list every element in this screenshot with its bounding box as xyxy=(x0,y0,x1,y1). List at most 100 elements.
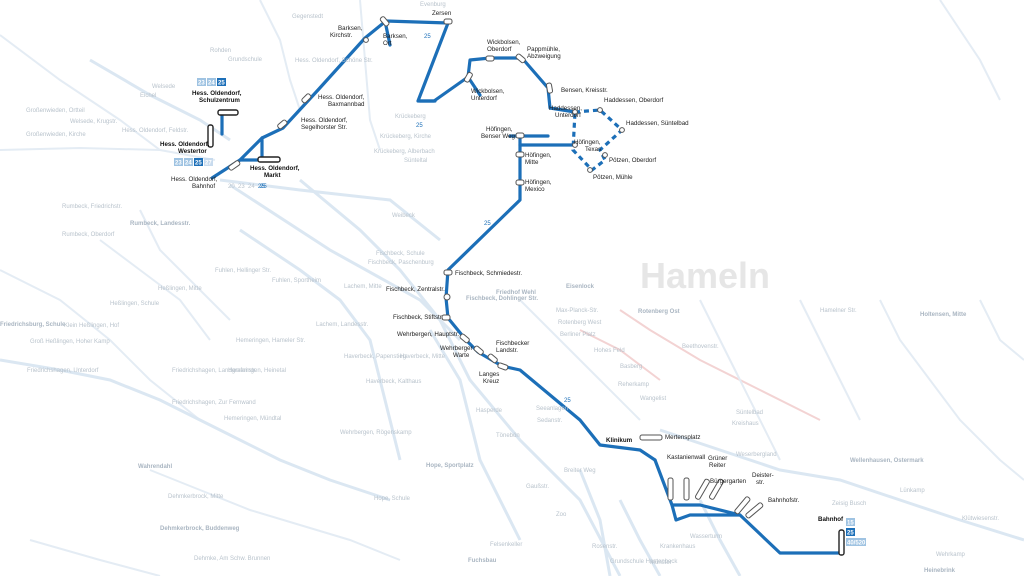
bg-label: Heßlingen, Schule xyxy=(110,301,160,307)
stop-label-deisterstr[interactable]: Deister-str. xyxy=(752,472,774,486)
stop-marker[interactable] xyxy=(619,127,625,133)
stop-label-wehrbergen-hauptstr[interactable]: Wehrbergen, Hauptstr. xyxy=(397,331,459,338)
stop-marker[interactable] xyxy=(441,314,451,321)
stop-label-barksen-kirchstr[interactable]: Barksen,Kirchstr. xyxy=(330,25,363,39)
stop-marker[interactable] xyxy=(257,156,281,163)
stop-marker[interactable] xyxy=(602,152,608,158)
stop-label-fischbeck-schmiedestr[interactable]: Fischbeck, Schmiedestr. xyxy=(455,270,522,277)
bg-label: Sünteltal xyxy=(404,158,427,164)
stop-marker[interactable] xyxy=(443,269,453,276)
stop-label-westertor[interactable]: Hess. Oldendorf,Westertor xyxy=(160,141,210,155)
stop-label-pappmuehle[interactable]: Pappmühle,Abzweigung xyxy=(527,46,561,60)
stop-label-mertensplatz[interactable]: Mertensplatz xyxy=(665,434,700,441)
stop-marker[interactable] xyxy=(301,93,312,104)
bg-label: Großenwieden, Ortteil xyxy=(26,108,85,114)
route-number-label: 25 xyxy=(424,34,431,40)
stop-marker[interactable] xyxy=(485,55,495,62)
bg-label: Fischbeck, Paschenburg xyxy=(368,260,434,266)
stop-marker[interactable] xyxy=(379,16,390,27)
stop-marker[interactable] xyxy=(667,477,674,501)
bg-label: Zoo xyxy=(556,512,567,518)
stop-label-poetzen-muehle[interactable]: Pötzen, Mühle xyxy=(593,174,633,181)
stop-marker[interactable] xyxy=(497,362,509,371)
stop-label-poetzen-oberdorf[interactable]: Pötzen, Oberdorf xyxy=(609,157,656,164)
stop-marker[interactable] xyxy=(487,353,498,364)
stop-label-bahnhof-oldendorf[interactable]: Hess. Oldendorf,Bahnhof xyxy=(171,176,218,190)
stop-label-haddessen-suentelbad[interactable]: Haddessen, Süntelbad xyxy=(626,120,689,127)
bg-label: Evenburg xyxy=(420,2,446,8)
stop-marker[interactable] xyxy=(443,293,451,301)
stop-label-hoefingen-benser[interactable]: Höfingen,Benser Weg xyxy=(481,126,515,140)
bg-label: Fuchsbau xyxy=(468,558,497,564)
stop-marker[interactable] xyxy=(515,179,525,186)
bg-label: Klein Heßlingen, Hof xyxy=(64,323,119,329)
stop-label-markt[interactable]: Hess. Oldendorf,Markt xyxy=(250,165,300,179)
stop-label-hoefingen-mitte[interactable]: Höfingen,Mitte xyxy=(525,152,552,166)
bg-label: Grundschule Hastenbeck xyxy=(610,559,678,565)
bg-label: Krückeberg, Alberbach xyxy=(374,149,435,155)
bg-label: Lachem, Mitte xyxy=(344,284,382,290)
stop-marker[interactable] xyxy=(838,529,845,556)
badge-number: 24 xyxy=(185,161,192,167)
stop-marker[interactable] xyxy=(207,124,214,148)
stop-label-bahnhofstr[interactable]: Bahnhofstr. xyxy=(768,497,800,504)
stop-label-hoefingen-mexico[interactable]: Höfingen,Mexico xyxy=(525,179,552,193)
stop-marker[interactable] xyxy=(708,478,724,500)
stop-label-segelhorster[interactable]: Hess. Oldendorf,Segelhorster Str. xyxy=(301,117,348,131)
stop-marker[interactable] xyxy=(228,160,241,171)
stop-marker[interactable] xyxy=(473,345,484,356)
stop-marker[interactable] xyxy=(683,477,690,501)
bg-label: Gegenstedt xyxy=(292,14,323,20)
stop-marker[interactable] xyxy=(515,151,525,158)
bg-label: Dehmke, Am Schw. Brunnen xyxy=(194,556,270,562)
stop-label-baxmannbad[interactable]: Hess. Oldendorf,Baxmannbad xyxy=(318,94,365,108)
bg-label: Eichel xyxy=(140,93,156,99)
stop-marker[interactable] xyxy=(587,167,593,173)
badge-number: 27 xyxy=(205,161,212,167)
stop-marker[interactable] xyxy=(597,107,603,113)
stop-marker[interactable] xyxy=(639,434,663,441)
stop-marker[interactable] xyxy=(277,119,288,130)
stop-label-bahnhof-hameln[interactable]: Bahnhof xyxy=(818,516,844,523)
stop-label-wickbolsen-unterdorf[interactable]: Wickbolsen,Unterdorf xyxy=(471,88,505,102)
stop-marker[interactable] xyxy=(515,132,525,139)
badge-number: 23 xyxy=(175,161,182,167)
stop-label-buergergarten[interactable]: Bürgergarten xyxy=(710,478,747,485)
stop-label-wickbolsen-oberdorf[interactable]: Wickbolsen,Oberdorf xyxy=(487,39,521,53)
stop-marker[interactable] xyxy=(545,82,554,94)
stop-marker[interactable] xyxy=(443,18,453,25)
bg-label: Hess. Oldendorf, Schöne Str. xyxy=(295,58,373,64)
bg-label: Dehmkerbrock, Buddenweg xyxy=(160,526,240,532)
stop-label-bensen-kreisstr[interactable]: Bensen, Kreisstr. xyxy=(561,87,608,94)
stop-marker[interactable] xyxy=(459,333,470,344)
stop-marker[interactable] xyxy=(217,109,239,116)
stop-marker[interactable] xyxy=(515,53,526,64)
stop-marker[interactable] xyxy=(734,496,751,515)
stop-label-haddessen-oberdorf[interactable]: Haddessen, Oberdorf xyxy=(604,97,663,104)
stop-label-haddessen-unterdorf[interactable]: Haddessen,Unterdorf xyxy=(549,105,582,119)
stop-marker[interactable] xyxy=(572,109,578,115)
bg-label: Basberg xyxy=(620,364,642,370)
stop-marker[interactable] xyxy=(745,502,764,519)
stop-label-kastanienwall[interactable]: Kastanienwall xyxy=(667,454,705,461)
stop-label-klinikum[interactable]: Klinikum xyxy=(606,437,633,444)
stop-marker[interactable] xyxy=(363,37,369,43)
bg-label: Lachem, Landesstr. xyxy=(316,322,369,328)
stop-label-zersen[interactable]: Zersen xyxy=(432,10,452,17)
stop-label-hoefingen-texas[interactable]: Höfingen,Texas xyxy=(574,139,601,153)
stop-marker[interactable] xyxy=(464,71,473,83)
stop-marker[interactable] xyxy=(695,478,710,500)
stop-label-schulzentrum[interactable]: Hess. Oldendorf,Schulzentrum xyxy=(192,90,242,104)
bg-label: Krückeberg, Kirche xyxy=(380,134,432,140)
stop-marker[interactable] xyxy=(572,142,578,148)
stop-label-fischbeck-zentralstr[interactable]: Fischbeck, Zentralstr. xyxy=(386,286,445,293)
stop-label-fischbeck-stiftstr[interactable]: Fischbeck, Stiftstr. xyxy=(393,314,443,321)
line-badge xyxy=(204,158,213,166)
stop-label-barksen-ort[interactable]: Barksen,Ort xyxy=(383,33,408,47)
bg-label: Rumbeck, Friedrichstr. xyxy=(62,204,122,210)
